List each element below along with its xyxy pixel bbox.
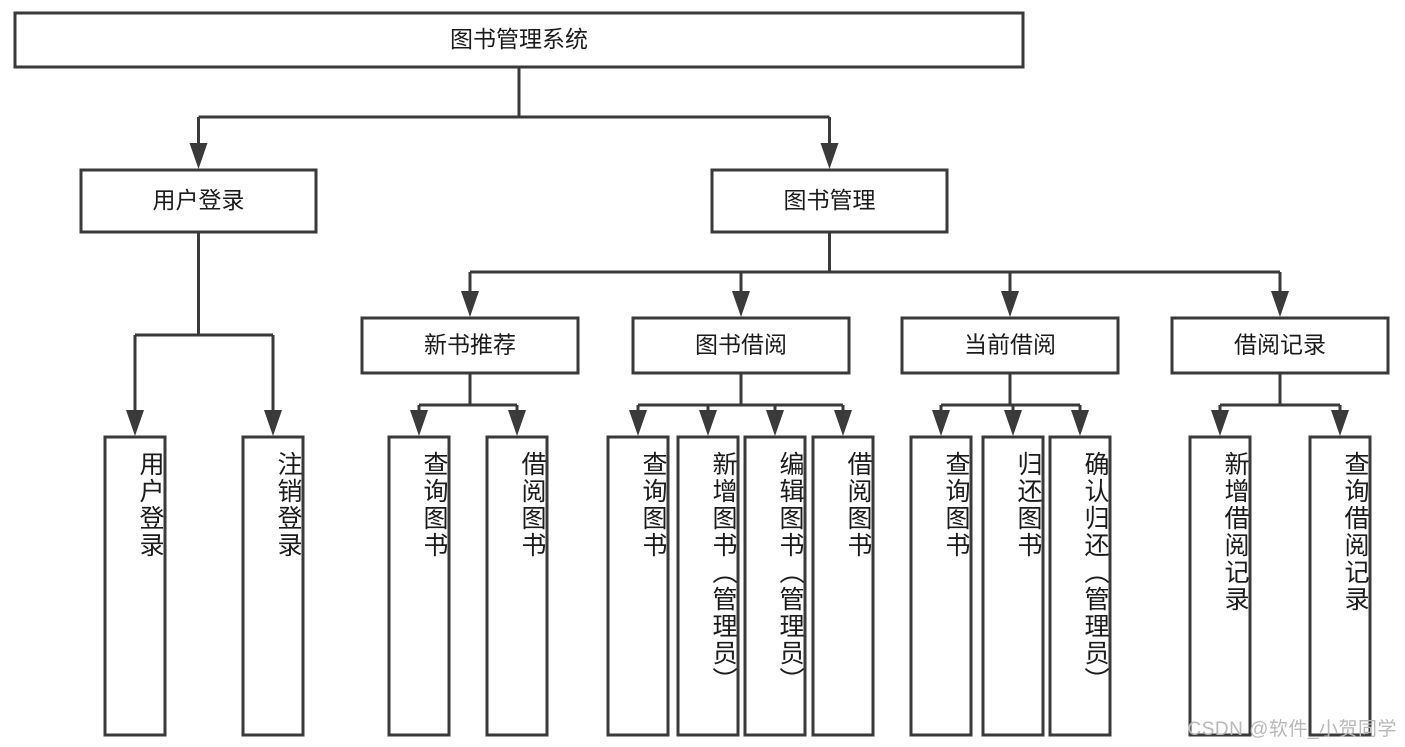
arrow-head-icon: [1331, 410, 1349, 436]
node-label-level3-0: 新书推荐: [424, 332, 516, 358]
node-box-leaf-2: [387, 435, 451, 737]
node-box-leaf-5: [676, 435, 740, 737]
node-box-leaf-4: [606, 435, 670, 737]
node-box-leaf-7: [811, 435, 875, 737]
arrow-head-icon: [820, 143, 839, 169]
connector-lines: [126, 67, 1349, 436]
node-label-level2-1: 图书管理: [784, 187, 876, 213]
node-box-leaf-9: [981, 435, 1045, 737]
node-label-level2-0: 用户登录: [153, 187, 245, 213]
arrow-head-icon: [410, 410, 428, 436]
node-box-level2-0: [79, 168, 318, 234]
node-box-leaf-11: [1188, 435, 1252, 737]
node-box-level3-1: [631, 316, 851, 375]
node-box-level3-0: [360, 316, 580, 375]
arrow-head-icon: [264, 410, 282, 436]
node-label-root: 图书管理系统: [450, 26, 588, 52]
arrow-head-icon: [629, 410, 647, 436]
arrow-head-icon: [1271, 291, 1289, 317]
node-box-leaf-10: [1048, 435, 1112, 737]
arrow-head-icon: [699, 410, 717, 436]
arrow-head-icon: [834, 410, 852, 436]
watermark-credit: CSDN @软件_小贺同学: [1187, 719, 1397, 740]
node-box-leaf-3: [485, 435, 549, 737]
arrow-head-icon: [461, 291, 479, 317]
arrow-head-icon: [1004, 410, 1022, 436]
arrow-head-icon: [189, 143, 208, 169]
arrow-head-icon: [126, 410, 144, 436]
node-box-leaf-8: [909, 435, 973, 737]
node-box-level3-2: [900, 316, 1120, 375]
node-box-level3-3: [1170, 316, 1390, 375]
arrow-head-icon: [1071, 410, 1089, 436]
arrow-head-icon: [508, 410, 526, 436]
arrow-head-icon: [1211, 410, 1229, 436]
node-label-level3-2: 当前借阅: [964, 332, 1056, 358]
node-box-leaf-1: [241, 435, 305, 737]
arrow-head-icon: [1001, 291, 1019, 317]
node-box-level2-1: [710, 168, 949, 234]
node-boxes: [13, 11, 1390, 737]
node-box-leaf-12: [1308, 435, 1372, 737]
node-label-level3-3: 借阅记录: [1234, 332, 1326, 358]
node-box-root: [13, 11, 1025, 69]
arrow-head-icon: [932, 410, 950, 436]
node-box-leaf-6: [743, 435, 807, 737]
node-label-level3-1: 图书借阅: [695, 332, 787, 358]
arrow-head-icon: [766, 410, 784, 436]
arrow-head-icon: [732, 291, 750, 317]
node-box-leaf-0: [103, 435, 167, 737]
